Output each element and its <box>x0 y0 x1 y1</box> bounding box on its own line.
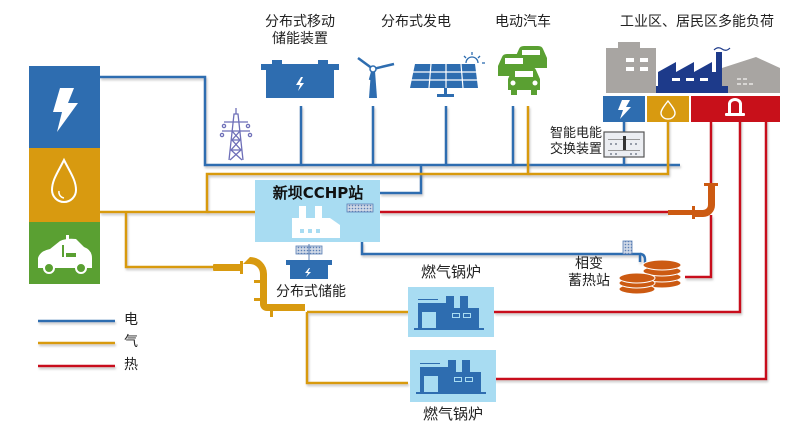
heat-boiler1-line <box>494 118 742 314</box>
source-electric <box>29 66 100 148</box>
heat-icon <box>725 98 745 116</box>
thermal-storage-icon <box>618 259 682 295</box>
gas-pipe-fitting <box>213 257 305 317</box>
load-port-gas <box>647 96 689 122</box>
phase-change-storage-label: 相变 蓄热站 <box>558 256 620 290</box>
gas-lines <box>100 106 670 385</box>
electric-car-icon <box>38 235 92 274</box>
legend <box>38 319 115 368</box>
smart-exchange-label-line2: 交换装置 <box>549 142 602 157</box>
phase-change-storage-label-line1: 相变 <box>575 256 603 272</box>
boiler-icon <box>416 360 486 394</box>
gas-lower-branch <box>124 212 213 269</box>
heat-drop-1-lower <box>685 215 713 279</box>
phase-change-storage-label-line2: 蓄热站 <box>568 273 610 289</box>
factory-icon <box>656 47 731 93</box>
battery-icon <box>296 77 304 91</box>
load-port-heat <box>691 96 780 122</box>
smart-exchange-label-line1: 智能电能 <box>549 126 602 141</box>
legend-label-electric: 电 <box>124 312 138 328</box>
lightning-icon <box>53 88 78 132</box>
distributed-storage <box>286 244 332 279</box>
gas-boiler-2-label: 燃气锅炉 <box>422 405 483 423</box>
mobile-storage-label-line1: 分布式移动 <box>265 14 335 30</box>
phase-change-storage <box>618 240 682 295</box>
gas-boiler-2 <box>410 350 496 402</box>
load-label: 工业区、居民区多能负荷 <box>620 14 774 30</box>
mobile-storage-battery <box>261 60 339 98</box>
mobile-storage-label: 分布式移动 储能装置 <box>258 14 342 48</box>
solar-panel-icon <box>410 52 485 97</box>
lightning-icon <box>618 100 631 119</box>
smart-exchange-device <box>603 131 645 158</box>
heat-boiler2-line <box>494 118 768 381</box>
electric-lines <box>100 75 680 262</box>
distributed-generation-label: 分布式发电 <box>381 14 451 30</box>
gas-upper-loop <box>205 118 670 212</box>
heat-lines <box>380 118 768 381</box>
cchp-station <box>255 180 380 242</box>
plant-icon <box>292 206 340 238</box>
gas-boiler-1 <box>408 287 494 337</box>
gas-boiler-1-label: 燃气锅炉 <box>420 263 481 281</box>
warehouse-icon <box>722 57 780 93</box>
source-ev <box>29 222 100 284</box>
legend-label-heat: 热 <box>124 357 138 373</box>
electric-storage-link <box>360 242 642 262</box>
source-gas <box>29 148 100 222</box>
sun-icon <box>463 52 485 64</box>
mobile-storage-label-line2: 储能装置 <box>272 31 328 47</box>
gas-boiler-loop <box>305 312 408 385</box>
building-icon <box>606 42 656 93</box>
distributed-storage-label: 分布式储能 <box>276 284 346 300</box>
cars-icon <box>498 46 547 95</box>
load-port-electric <box>603 96 645 122</box>
electric-vehicles-label: 电动汽车 <box>495 14 551 30</box>
gas-drop-icon <box>50 157 78 203</box>
electric-cchp-link <box>380 165 423 195</box>
transmission-tower-icon <box>219 108 253 161</box>
cchp-station-label: 新坝CCHP站 <box>272 184 364 202</box>
load-buildings <box>606 42 780 93</box>
battery-icon <box>305 268 311 277</box>
heat-pipe-fitting <box>668 183 718 219</box>
switchgear-icon <box>610 143 637 155</box>
smart-exchange-label: 智能电能 交换装置 <box>538 126 602 158</box>
boiler-icon <box>414 296 484 330</box>
gas-drop-icon <box>660 99 676 120</box>
electric-main-line <box>100 75 680 167</box>
wind-turbine-icon <box>357 56 395 98</box>
legend-label-gas: 气 <box>124 334 138 350</box>
